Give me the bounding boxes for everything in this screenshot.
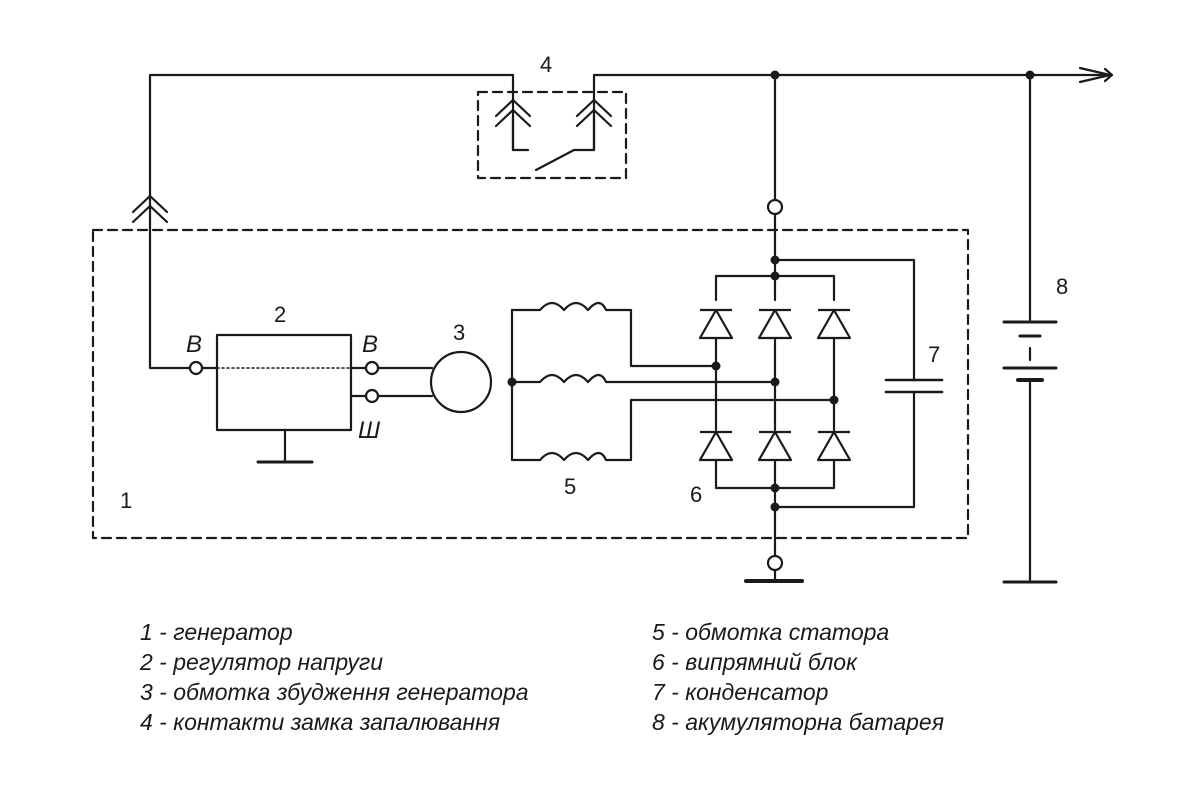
ignition-switch-boundary — [476, 90, 628, 180]
stator-coil-bottom — [510, 398, 836, 462]
output-wire-right — [592, 73, 1107, 152]
diode-bottom-right-icon — [816, 430, 852, 462]
legend-item: 4 - контакти замка запалювання — [140, 709, 500, 735]
capacitor-wire-bottom — [773, 390, 916, 509]
junction-dot — [770, 255, 780, 265]
label-stator-winding: 5 — [564, 474, 576, 499]
excitation-winding — [429, 350, 493, 414]
legend-item: 7 - конденсатор — [652, 679, 829, 705]
terminal-regulator-b — [364, 360, 380, 376]
output-arrow-head — [1078, 66, 1112, 84]
diode-bottom-mid-icon — [757, 430, 793, 462]
legend-item: 5 - обмотка статора — [652, 619, 889, 645]
diode-top-right-icon — [816, 308, 852, 340]
junction-dot — [1025, 70, 1035, 80]
pin-label-regulator-sh: Ш — [358, 417, 381, 444]
diode-top-left-icon — [698, 308, 734, 340]
legend-item: 8 - акумуляторна батарея — [652, 709, 944, 735]
label-regulator: 2 — [274, 302, 286, 327]
terminal-minus — [766, 554, 784, 572]
label-rectifier: 6 — [690, 482, 702, 507]
junction-dot — [829, 395, 839, 405]
junction-dot — [770, 483, 780, 493]
label-battery: 8 — [1056, 274, 1068, 299]
capacitor-wire-top — [773, 258, 916, 382]
voltage-regulator — [215, 333, 353, 432]
legend-item: 3 - обмотка збудження генератора — [140, 679, 529, 705]
diode-bottom-left-icon — [698, 430, 734, 462]
terminal-generator-b — [188, 360, 204, 376]
legend-item: 6 - випрямний блок — [652, 649, 858, 675]
label-ignition-contacts: 4 — [540, 52, 552, 77]
ignition-contact-left-icon — [494, 98, 532, 152]
junction-dot — [770, 502, 780, 512]
junction-dot — [770, 70, 780, 80]
terminal-regulator-sh — [364, 388, 380, 404]
label-capacitor: 7 — [928, 342, 940, 367]
pin-label-generator-b: В — [186, 331, 202, 358]
diode-top-mid-icon — [757, 308, 793, 340]
junction-dot — [711, 361, 721, 371]
output-arrow — [1103, 67, 1114, 83]
ignition-contact-right-icon — [534, 98, 613, 172]
label-generator: 1 — [120, 488, 132, 513]
generator-boundary — [91, 228, 970, 540]
legend-item: 1 - генератор — [140, 619, 293, 645]
junction-dot — [770, 271, 780, 281]
pin-label-regulator-b: В — [362, 331, 378, 358]
label-excitation-winding: 3 — [453, 320, 465, 345]
stator-coil-top — [510, 301, 718, 368]
connector-left-icon — [131, 194, 169, 224]
junction-dot — [770, 377, 780, 387]
junction-dot — [507, 377, 517, 387]
terminal-plus — [766, 198, 784, 216]
legend-item: 2 - регулятор напруги — [139, 649, 383, 675]
stator-coil-mid — [510, 373, 777, 384]
